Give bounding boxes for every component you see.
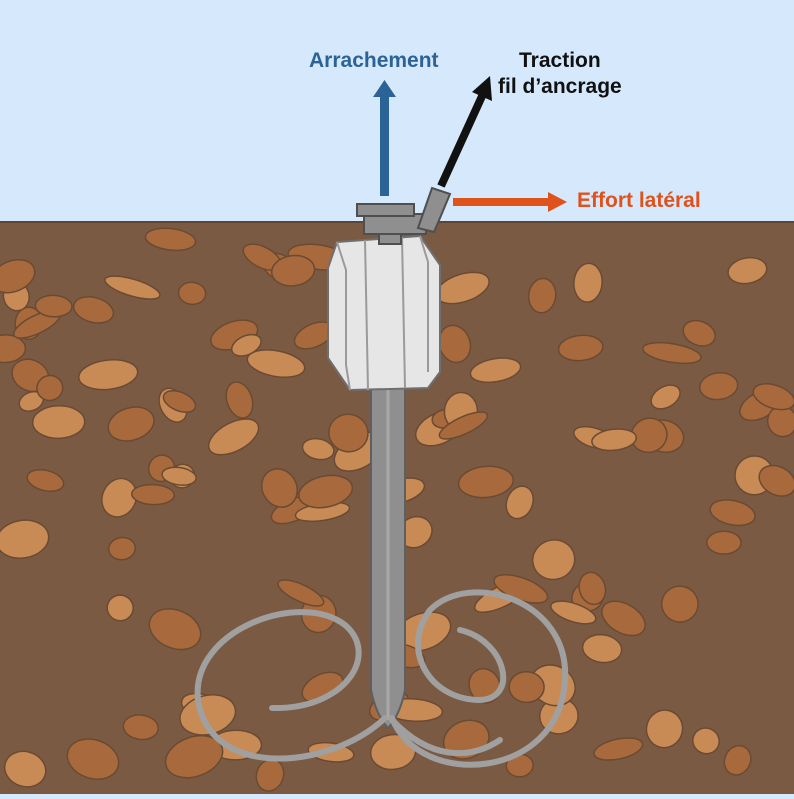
soil-stone — [161, 466, 197, 486]
soil-stone — [706, 530, 742, 555]
soil-stone — [709, 499, 756, 527]
soil-stone — [230, 333, 262, 357]
soil-stone — [723, 744, 752, 776]
soil-stone — [164, 734, 224, 779]
traction-label-line2: fil d’ancrage — [498, 75, 622, 98]
traction-arrow — [437, 76, 492, 188]
soil-stone — [752, 383, 794, 411]
soil-stone — [148, 608, 202, 651]
soil-stone — [270, 254, 316, 287]
lateral-label: Effort latéral — [577, 189, 701, 212]
soil-stone — [645, 709, 684, 749]
pull-label: Arrachement — [309, 49, 439, 72]
soil-stone — [0, 258, 36, 294]
soil-stone — [578, 571, 607, 606]
soil-stone — [122, 714, 159, 741]
soil-stone — [130, 483, 176, 506]
soil-stone — [3, 750, 47, 788]
soil-stone — [550, 600, 597, 625]
sky — [0, 0, 794, 222]
soil-stone — [650, 384, 681, 410]
soil-stone — [36, 374, 64, 402]
soil-stone — [72, 296, 115, 324]
soil-stone — [557, 334, 604, 362]
soil-stone — [107, 406, 155, 442]
soil-stone — [469, 357, 522, 384]
soil-stone — [207, 418, 260, 456]
soil-stone — [505, 485, 534, 520]
traction-label-line1: Traction — [519, 49, 601, 72]
anchor-wire — [194, 589, 569, 768]
soil-stone — [101, 477, 138, 518]
soil-stone — [177, 281, 207, 306]
anchor-cap — [356, 203, 415, 217]
soil-stone — [699, 372, 739, 401]
soil-stone — [660, 585, 699, 623]
soil-stone — [104, 275, 161, 300]
soil-stone — [601, 600, 646, 637]
soil-stone — [277, 579, 325, 607]
soil-stone — [531, 539, 576, 581]
anchor-eye — [416, 186, 452, 234]
soil-stone — [438, 411, 489, 440]
soil-stone — [260, 468, 299, 508]
soil-stone — [682, 319, 716, 347]
soil-stone — [246, 349, 306, 379]
soil-stone — [26, 468, 65, 493]
lateral-arrow — [453, 192, 567, 212]
soil-stone — [527, 277, 557, 314]
soil-stone — [508, 671, 545, 704]
soil-stone — [77, 359, 139, 391]
soil-stone — [144, 227, 197, 252]
soil-stone — [0, 519, 50, 559]
soil-stone — [692, 727, 720, 755]
soil-stone — [298, 474, 354, 509]
pull-arrow — [373, 80, 396, 196]
soil-stone — [593, 737, 644, 761]
soil-stone — [162, 390, 197, 413]
soil-stone — [31, 405, 86, 440]
soil-stone — [106, 594, 134, 622]
anchor-block — [327, 234, 441, 392]
soil-stone — [642, 341, 702, 365]
soil-stone — [34, 294, 73, 318]
soil-stone — [328, 413, 369, 453]
soil-stone — [225, 381, 254, 419]
soil-stone — [107, 536, 137, 561]
soil-stone — [301, 437, 335, 461]
soil-stone — [591, 428, 638, 452]
soil-stone — [727, 256, 768, 285]
anchor-neck — [378, 233, 402, 245]
soil-stone — [457, 465, 514, 499]
soil-stone — [0, 334, 27, 364]
soil-stone — [573, 262, 603, 303]
soil-stone — [581, 633, 623, 664]
traction-label: Traction fil d’ancrage — [498, 48, 622, 100]
soil-stone — [66, 738, 120, 780]
soil-stone — [758, 464, 794, 497]
